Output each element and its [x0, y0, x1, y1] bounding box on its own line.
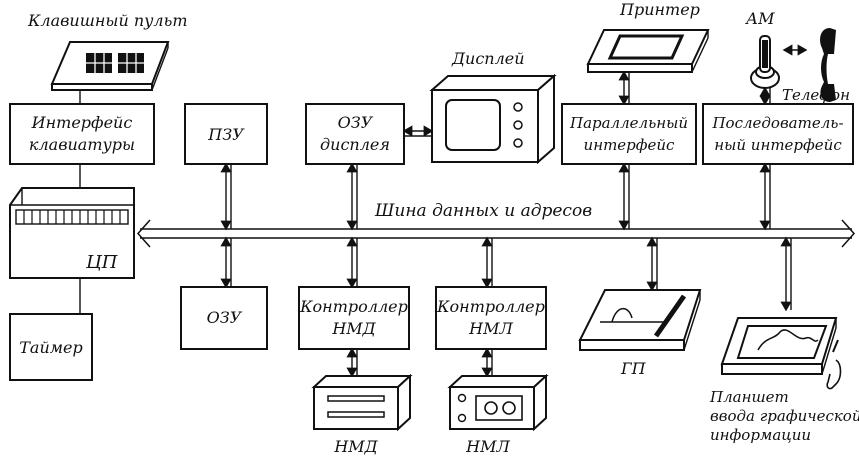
printer-link — [624, 72, 629, 104]
modem-icon — [751, 36, 779, 88]
printer-icon — [588, 30, 708, 72]
tape-controller-label-2: НМЛ — [468, 319, 513, 338]
serial-interface-label-1: Последователь- — [711, 114, 843, 132]
rom-bus-link — [226, 164, 231, 229]
data-address-bus: Шина данных и адресов — [138, 201, 854, 247]
serial-interface-block: Последователь- ный интерфейс — [703, 104, 853, 164]
hdd-controller-label-1: Контроллер — [299, 297, 408, 316]
hdd-controller-block: Контроллер НМД — [299, 287, 409, 349]
parallel-bus-link — [624, 164, 629, 229]
display-icon — [432, 76, 554, 162]
keyboard-interface-block: Интерфейс клавиатуры — [10, 104, 154, 164]
cpu-label: ЦП — [85, 252, 118, 273]
serial-bus-link — [765, 164, 770, 229]
parallel-interface-block: Параллельный интерфейс — [562, 104, 696, 164]
modem-serial-link — [765, 88, 770, 104]
tape-drive-icon — [450, 376, 546, 429]
printer-label: Принтер — [619, 0, 700, 19]
hdd-controller-label-2: НМД — [331, 319, 376, 338]
video-ram-bus-link — [352, 164, 357, 229]
keyboard-interface-label-1: Интерфейс — [31, 113, 133, 132]
video-ram-display-link — [404, 131, 432, 136]
rom-block: ПЗУ — [185, 104, 267, 164]
cpu-block: ЦП — [10, 188, 134, 278]
video-ram-label-1: ОЗУ — [338, 113, 374, 132]
plotter-label: ГП — [620, 359, 647, 378]
tape-label: НМЛ — [465, 437, 510, 456]
tablet-label-2: ввода графической — [710, 407, 859, 425]
keyboard-label: Клавишный пульт — [27, 11, 188, 30]
modem-label: АМ — [745, 9, 775, 28]
hdd-icon — [314, 376, 410, 429]
parallel-interface-label-2: интерфейс — [584, 136, 676, 154]
hdd-label: НМД — [333, 437, 378, 456]
tape-link — [487, 349, 492, 376]
display-label: Дисплей — [451, 49, 525, 68]
hdd-controller-bus-link — [352, 238, 357, 287]
tablet-bus-link — [786, 238, 791, 310]
graphic-tablet-icon — [722, 318, 841, 389]
tape-controller-block: Контроллер НМЛ — [436, 287, 546, 349]
ram-bus-link — [226, 238, 231, 287]
timer-block: Таймер — [10, 314, 92, 380]
video-ram-block: ОЗУ дисплея — [306, 104, 404, 164]
keyboard-interface-label-2: клавиатуры — [29, 135, 135, 154]
tape-controller-bus-link — [487, 238, 492, 287]
tape-controller-label-1: Контроллер — [436, 297, 545, 316]
ram-block: ОЗУ — [181, 287, 267, 349]
timer-label: Таймер — [19, 338, 83, 357]
hdd-link — [352, 349, 357, 376]
plotter-icon — [580, 290, 700, 350]
phone-label: Телефон — [782, 86, 850, 104]
tablet-label-3: информации — [710, 426, 811, 444]
video-ram-label-2: дисплея — [320, 135, 390, 154]
parallel-interface-label-1: Параллельный — [569, 114, 688, 132]
rom-label: ПЗУ — [207, 125, 245, 144]
ram-label: ОЗУ — [207, 308, 243, 327]
tablet-label-1: Планшет — [709, 388, 789, 406]
plotter-bus-link — [652, 238, 657, 290]
serial-interface-label-2: ный интерфейс — [714, 136, 842, 154]
bus-label: Шина данных и адресов — [374, 201, 592, 221]
keyboard-icon — [52, 42, 168, 90]
